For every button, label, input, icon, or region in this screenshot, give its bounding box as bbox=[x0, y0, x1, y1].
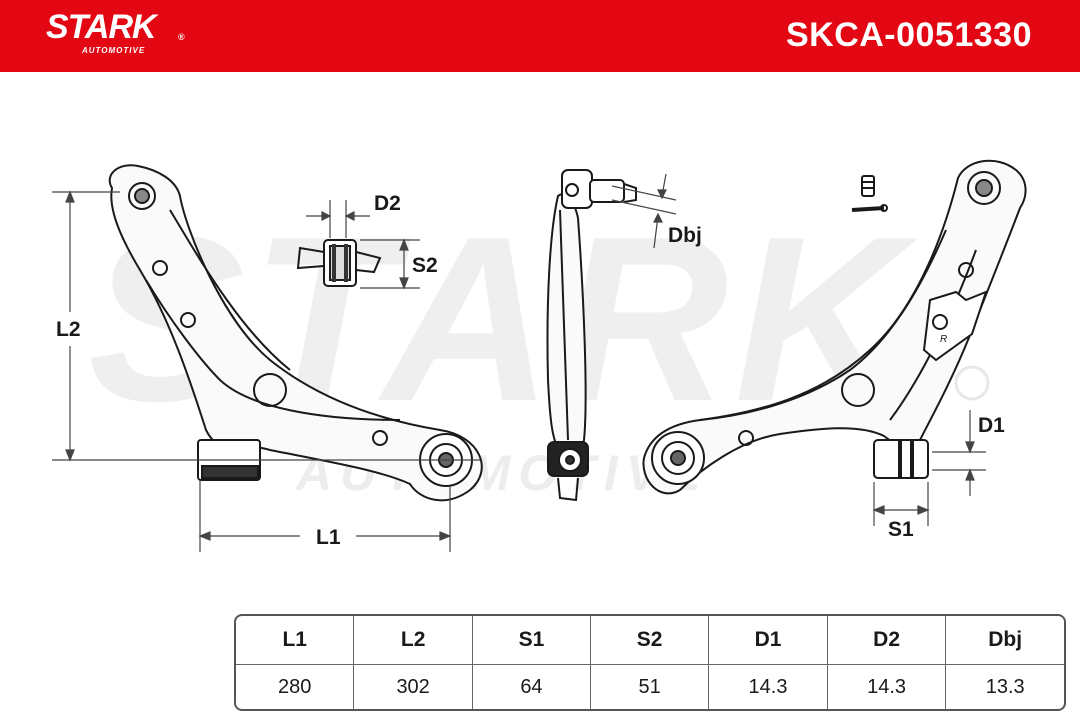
bushing-dimensions bbox=[306, 200, 420, 290]
spec-value-cell: 13.3 bbox=[985, 675, 1025, 698]
l1-arrow-left bbox=[198, 531, 211, 541]
right-arm-dimensions bbox=[872, 410, 986, 526]
left-control-arm bbox=[108, 164, 483, 502]
spec-value-row: 280 302 64 51 14.3 14.3 13.3 bbox=[236, 665, 1064, 709]
s2-arrow-top bbox=[399, 238, 409, 251]
left-arm-hole-1 bbox=[152, 260, 168, 276]
d2-arrow-left bbox=[321, 211, 332, 221]
stark-logo: STARK ® AUTOMOTIVE bbox=[46, 8, 185, 55]
bushing-flange-right bbox=[355, 251, 382, 274]
right-arm-rear-bushing-core bbox=[670, 450, 686, 466]
left-arm-dimensions bbox=[52, 190, 480, 552]
ball-joint-stud bbox=[589, 179, 625, 203]
header-bar: STARK ® AUTOMOTIVE SKCA-0051330 bbox=[0, 0, 1080, 72]
left-arm-hole-2 bbox=[180, 312, 196, 328]
right-arm-top-joint bbox=[967, 171, 1001, 205]
spec-header-cell: Dbj bbox=[946, 616, 1064, 665]
s1-arrow-left bbox=[872, 505, 885, 515]
spec-value-cell: 14.3 bbox=[828, 665, 947, 709]
right-arm-hole-1 bbox=[958, 262, 974, 278]
ball-joint-pin bbox=[565, 183, 579, 197]
label-s1: S1 bbox=[888, 518, 914, 541]
spec-header-cell: S2 bbox=[591, 616, 710, 665]
d1-arrow-top bbox=[965, 441, 975, 454]
spec-header-cell: L1 bbox=[236, 616, 355, 665]
spec-header-cell: L2 bbox=[354, 616, 473, 665]
label-s2: S2 bbox=[412, 254, 438, 277]
right-arm-hole-2 bbox=[932, 314, 948, 330]
left-arm-outline bbox=[108, 164, 483, 502]
bolt-shaft bbox=[851, 206, 885, 212]
left-arm-inner-line bbox=[145, 279, 401, 421]
spec-header-row: L1 L2 S1 S2 D1 D2 Dbj bbox=[236, 616, 1064, 665]
ball-joint-nut bbox=[623, 183, 637, 203]
part-code: SKCA-0051330 bbox=[785, 16, 1032, 54]
dimension-spec-table: L1 L2 S1 S2 D1 D2 Dbj 280 302 64 51 14.3… bbox=[234, 614, 1066, 711]
side-marker-r-icon: R bbox=[940, 334, 947, 345]
s2-arrow-bottom bbox=[399, 277, 409, 290]
right-arm-top-joint-core bbox=[975, 179, 993, 197]
d2-arrow-right bbox=[344, 211, 355, 221]
side-bushing-core bbox=[565, 455, 575, 465]
spec-header-cell: S1 bbox=[472, 616, 592, 665]
right-arm-hole-3 bbox=[738, 430, 754, 446]
bolt-tip bbox=[880, 204, 888, 212]
logo-subtitle: AUTOMOTIVE bbox=[82, 46, 146, 55]
label-d2: D2 bbox=[374, 192, 401, 215]
left-arm-front-bushing-rubber bbox=[201, 465, 259, 479]
right-arm-bracket bbox=[922, 290, 988, 362]
bushing-detail bbox=[296, 239, 382, 287]
s1-arrow-right bbox=[917, 505, 930, 515]
watermark-reg-circle bbox=[954, 365, 990, 401]
d1-arrow-bottom bbox=[965, 468, 975, 481]
spec-value-cell: 64 bbox=[473, 665, 592, 709]
label-l1: L1 bbox=[316, 526, 341, 549]
left-arm-rib bbox=[169, 209, 291, 371]
l1-arrow-right bbox=[439, 531, 452, 541]
label-l2: L2 bbox=[56, 318, 81, 341]
bolt-head bbox=[861, 175, 875, 197]
bolt-icon bbox=[851, 175, 888, 212]
left-arm-top-joint-core bbox=[134, 188, 150, 204]
side-view-arm bbox=[546, 169, 637, 502]
spec-value-cell: 280 bbox=[236, 665, 355, 709]
dbj-dimensions bbox=[611, 173, 677, 249]
label-dbj: Dbj bbox=[668, 224, 702, 247]
label-d1: D1 bbox=[978, 414, 1005, 437]
dbj-ext-2 bbox=[611, 199, 677, 215]
spec-value-cell: 14.3 bbox=[709, 665, 828, 709]
spec-header-cell: D2 bbox=[827, 616, 947, 665]
left-arm-top-joint bbox=[128, 182, 156, 210]
dbj-ext-1 bbox=[611, 185, 677, 201]
spec-value-cell: 51 bbox=[591, 665, 710, 709]
l2-arrow-top bbox=[65, 190, 75, 203]
dbj-arrow-bottom bbox=[653, 212, 663, 223]
right-control-arm: R bbox=[642, 159, 1027, 495]
left-arm-hole-large bbox=[253, 373, 287, 407]
side-arm-rib bbox=[559, 209, 569, 441]
side-bushing-tab bbox=[557, 477, 579, 502]
right-arm-rear-bushing-inner bbox=[661, 441, 695, 475]
spec-header-cell: D1 bbox=[709, 616, 828, 665]
left-arm-hole-3 bbox=[372, 430, 388, 446]
l2-arrow-bottom bbox=[65, 449, 75, 462]
right-arm-hole-large bbox=[841, 373, 875, 407]
logo-registered-mark: ® bbox=[178, 32, 185, 42]
logo-wordmark: STARK bbox=[46, 8, 157, 46]
dbj-arrow-top bbox=[657, 189, 667, 200]
technical-drawing: STARK AUTOMOTIVE L2 L1 bbox=[52, 159, 1027, 552]
spec-value-cell: 302 bbox=[354, 665, 473, 709]
right-arm-outline bbox=[642, 159, 1027, 495]
bushing-flange-left bbox=[296, 246, 325, 270]
right-arm-inner-line bbox=[699, 229, 947, 421]
